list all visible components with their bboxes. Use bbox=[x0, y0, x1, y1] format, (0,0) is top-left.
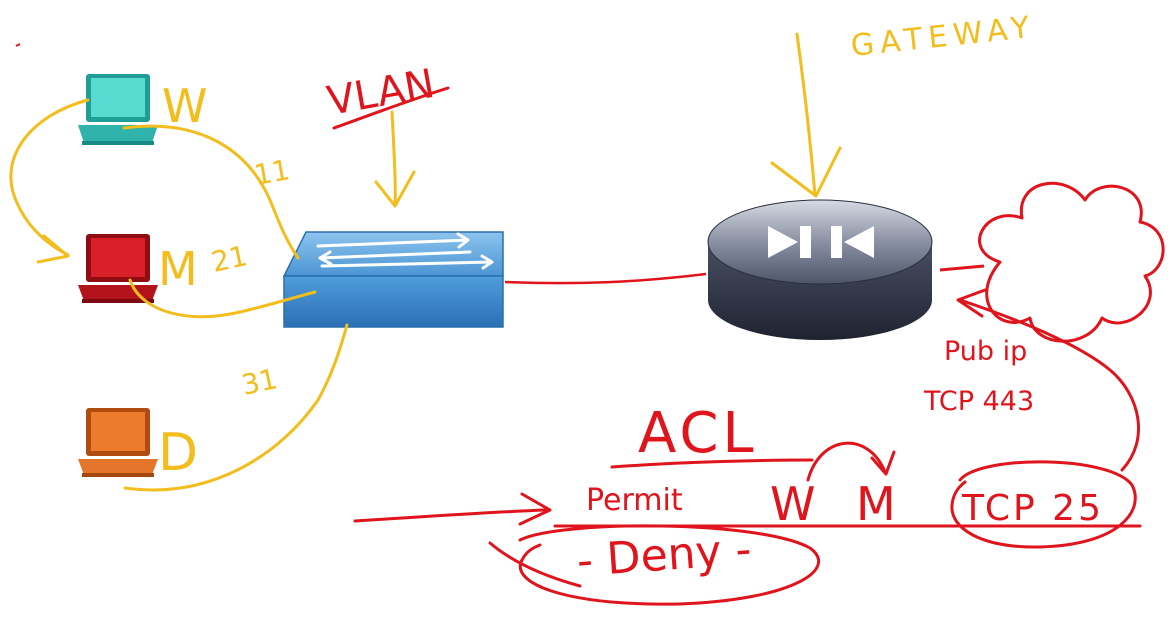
laptop-m-icon[interactable] bbox=[78, 234, 158, 303]
vlan-arrow-head bbox=[374, 170, 416, 208]
layer2-switch-icon[interactable] bbox=[282, 231, 504, 328]
router-cloud-link bbox=[939, 264, 985, 272]
acl-label: ACL bbox=[638, 401, 758, 466]
cloud-return-arrow-shaft bbox=[958, 298, 1141, 472]
deny-circle bbox=[518, 524, 821, 606]
permit-w-label: W bbox=[770, 477, 815, 531]
m-to-switch-stroke bbox=[128, 278, 317, 319]
switch-router-link bbox=[504, 272, 707, 285]
incoming-arrow-shaft bbox=[353, 508, 547, 523]
tcp-443-label: TCP 443 bbox=[923, 386, 1034, 417]
laptop-d-icon[interactable] bbox=[78, 408, 158, 477]
w-to-switch-stroke bbox=[122, 124, 300, 260]
public-ip-label: Pub ip bbox=[944, 336, 1027, 367]
vlan-id-m: 21 bbox=[209, 239, 251, 279]
deny-tail-stroke bbox=[488, 541, 582, 588]
cloud-return-arrow-head bbox=[956, 288, 987, 318]
d-to-switch-stroke bbox=[123, 323, 349, 492]
laptop-d-label: D bbox=[158, 423, 198, 483]
w-to-m-arrowhead bbox=[36, 234, 70, 264]
vlan-underline bbox=[332, 86, 450, 130]
deny-label: - Deny - bbox=[575, 524, 753, 587]
vlan-label: VLAN bbox=[324, 61, 438, 125]
permit-label: Permit bbox=[586, 483, 683, 518]
laptop-w-icon[interactable] bbox=[78, 74, 158, 145]
tcp-25-circle bbox=[950, 460, 1137, 549]
permit-m-label: M bbox=[856, 477, 896, 531]
w-to-m-red-arrowhead bbox=[870, 450, 896, 476]
vlan-arrow-shaft bbox=[390, 110, 397, 207]
gateway-label: GATEWAY bbox=[849, 10, 1037, 64]
router-icon[interactable] bbox=[707, 199, 933, 340]
stray-mark bbox=[15, 43, 21, 47]
gateway-arrow-head bbox=[770, 146, 842, 198]
laptop-m-label: M bbox=[158, 242, 198, 296]
tcp-25-label: TCP 25 bbox=[961, 488, 1104, 529]
internet-cloud-icon bbox=[978, 181, 1165, 343]
vlan-id-d: 31 bbox=[239, 362, 281, 402]
incoming-arrow-head bbox=[518, 492, 552, 526]
gateway-arrow-shaft bbox=[795, 32, 817, 197]
w-to-m-curve bbox=[9, 98, 90, 257]
laptop-w-label: W bbox=[162, 79, 207, 133]
acl-underline bbox=[610, 458, 814, 469]
w-to-m-red-arc bbox=[806, 441, 887, 482]
vlan-id-w: 11 bbox=[251, 153, 292, 192]
